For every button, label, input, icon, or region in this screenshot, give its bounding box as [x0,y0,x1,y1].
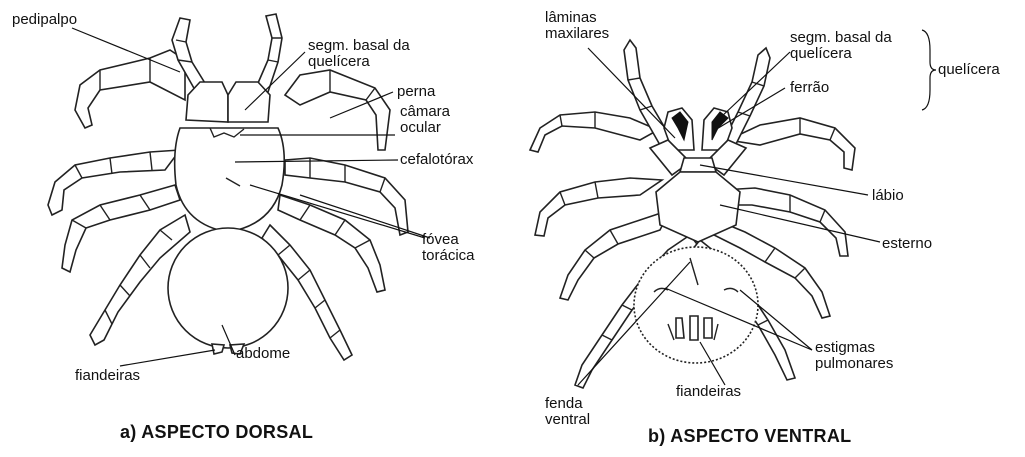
label-pedipalpo: pedipalpo [12,12,77,28]
label-labio: lábio [872,188,904,204]
label-fiandeiras-ventral: fiandeiras [676,384,741,400]
label-fiandeiras-dorsal: fiandeiras [75,368,140,384]
caption-ventral: b) ASPECTO VENTRAL [648,426,851,447]
label-estigmas-pulmonares: estigmas pulmonares [815,340,930,372]
label-segm-basal-dorsal: segm. basal da quelícera [308,38,448,70]
label-fenda-ventral: fenda ventral [545,396,605,428]
label-perna: perna [397,84,435,100]
caption-dorsal: a) ASPECTO DORSAL [120,422,313,443]
label-camara-ocular: câmara ocular [400,104,480,136]
label-quelicera: quelícera [938,62,1000,78]
label-cefalotorax: cefalotórax [400,152,473,168]
label-segm-basal-ventral: segm. basal da quelícera [790,30,918,62]
label-fovea-toracica: fóvea torácica [422,232,497,264]
label-esterno: esterno [882,236,932,252]
label-abdome: abdome [236,346,290,362]
label-ferrao: ferrão [790,80,829,96]
label-laminas-maxilares: lâminas maxilares [545,10,640,42]
